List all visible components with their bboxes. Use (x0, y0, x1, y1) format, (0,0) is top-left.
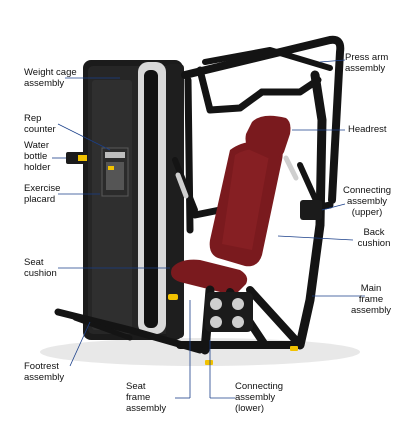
connecting-lower-rollers (205, 292, 253, 332)
label-line: assembly (24, 78, 65, 89)
label-line: Headrest (348, 124, 387, 135)
seat-cushion-shape (171, 259, 248, 294)
label-line: frame (126, 392, 151, 403)
water-bottle-holder (66, 152, 88, 164)
label-back-cushion: Back cushion (354, 227, 394, 249)
main-frame (172, 35, 345, 350)
label-line: assembly (24, 372, 65, 383)
label-line: bottle (24, 151, 48, 162)
label-line: holder (24, 162, 51, 173)
footrest-bar (54, 308, 204, 354)
weight-cage (83, 60, 184, 340)
headrest-shape (245, 115, 291, 159)
label-line: assembly (346, 196, 388, 207)
label-exercise-placard: Exercise placard (24, 183, 60, 205)
rep-counter-display (101, 147, 129, 197)
label-line: (upper) (351, 207, 383, 218)
label-seat-frame-assembly: Seat frame assembly (126, 381, 166, 414)
label-line: Footrest (24, 361, 59, 372)
label-line: Connecting (235, 381, 284, 392)
label-weight-cage-assembly: Weight cage assembly (24, 67, 77, 89)
label-line: counter (24, 124, 56, 135)
label-line: Rep (24, 113, 42, 124)
label-rep-counter: Rep counter (24, 113, 56, 135)
label-press-arm-assembly: Press arm assembly (345, 52, 388, 74)
label-line: Seat (24, 257, 44, 268)
press-handles (175, 155, 299, 199)
label-line: assembly (350, 305, 392, 316)
label-line: Water (24, 140, 49, 151)
label-water-bottle-holder: Water bottle holder (24, 140, 50, 173)
label-line: Connecting (342, 185, 392, 196)
label-connecting-assembly-upper: Connecting assembly (upper) (336, 185, 398, 218)
label-line: Weight cage (24, 67, 77, 78)
leader-lines (52, 59, 365, 399)
label-line: assembly (345, 63, 386, 74)
label-line: Main (360, 283, 382, 294)
label-line: assembly (235, 392, 276, 403)
label-seat-cushion: Seat cushion (24, 257, 57, 279)
label-line: Exercise (24, 183, 61, 194)
connecting-upper-bracket (300, 200, 322, 220)
label-line: cushion (24, 268, 57, 279)
label-headrest: Headrest (348, 124, 387, 135)
label-line: Press arm (345, 52, 389, 63)
yellow-accents (168, 294, 298, 365)
back-cushion-shape (209, 141, 283, 267)
label-line: (lower) (235, 403, 265, 414)
label-line: cushion (357, 238, 391, 249)
label-line: frame (358, 294, 384, 305)
label-line: Back (363, 227, 385, 238)
label-line: assembly (126, 403, 167, 414)
label-footrest-assembly: Footrest assembly (24, 361, 64, 383)
label-connecting-assembly-lower: Connecting assembly (lower) (235, 381, 283, 414)
label-line: placard (24, 194, 56, 205)
label-line: Seat (126, 381, 146, 392)
label-main-frame-assembly: Main frame assembly (346, 283, 396, 316)
